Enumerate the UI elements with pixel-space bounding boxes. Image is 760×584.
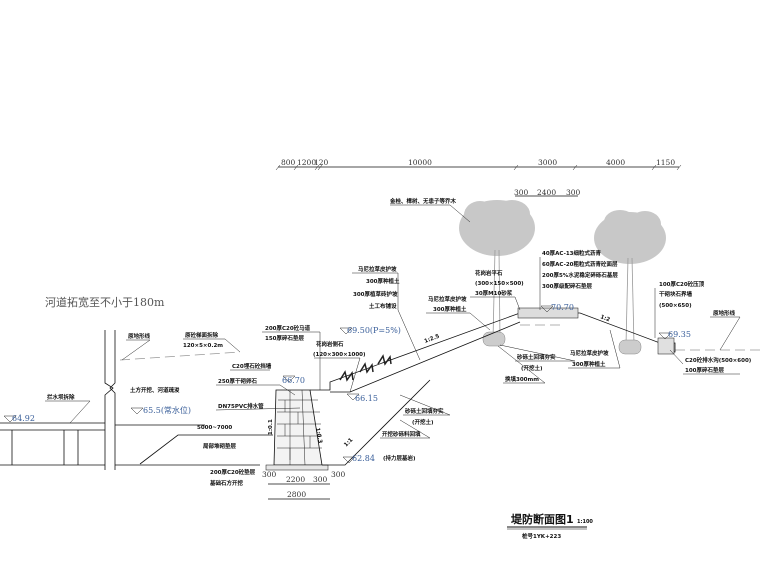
title-scale: 1:100 [577,519,593,525]
label-range: 5000~7000 [197,425,232,431]
slope-1-0.1: 1:0.1 [268,419,274,435]
dim-bottom-2200: 2200 [286,475,305,484]
dim-road-2400: 2400 [537,188,556,197]
label-berm: 200厚C20砼马道 [265,324,311,332]
label-dam-remove: 拦水坝拆除 [47,393,75,401]
label-orig-ground-left: 原地形线 [128,332,151,340]
label-soil1: 300厚种植土 [366,277,400,285]
levee-body [115,307,676,471]
label-soil2: 300厚种植土 [433,305,467,313]
label-backfill2: 砂砾土回填夯实 [516,353,556,361]
label-ditch-bed: 100厚碎石垫层 [685,366,724,374]
dim-4000: 4000 [606,158,625,167]
label-backfill1: 砂砾土回填夯实 [404,407,444,415]
label-replace: 换填300mm [505,375,539,383]
drawing-title: 堤防断面图1 1:100 桩号1YK+223 [507,512,593,540]
label-pvc-pipe: DN75PVC排水管 [218,402,264,410]
label-local-bed: 局部堆砌垫层 [202,442,237,450]
dim-3000: 3000 [538,158,557,167]
original-ground-line [119,324,760,361]
dim-road-300a: 300 [514,188,529,197]
label-c20-wall: C20埋石砼挡墙 [232,362,272,370]
bottom-dimension: 300 2200 300 300 2800 [262,470,346,500]
label-backfill1-sub: (开挖土) [412,418,434,426]
label-stone-wall: 干砌块石界墙 [659,290,693,298]
dim-10000: 10000 [408,158,432,167]
label-geotex: 土工布铺设 [369,302,397,310]
elevation-markers: 64.92 65.5(常水位) 66.70 69.50(P=5%) 66.15 … [3,303,691,464]
label-dry-stone: 250厚干砌卵石 [218,377,257,385]
label-gravel-fill: 开挖砂砾料回填 [382,430,421,438]
label-grass3: 马尼拉草皮护坡 [570,349,609,357]
label-grass2: 马尼拉草皮护坡 [428,295,467,303]
root-ball [482,331,506,347]
title-station: 桩号1YK+223 [522,532,561,540]
label-grass1: 马尼拉草皮护坡 [358,265,397,273]
shrub-icon [339,354,392,382]
root-ball [618,339,642,355]
label-pave1: 40厚AC-13细粒式沥青 [542,249,602,257]
label-curb-left: 花岗岩侧石 [316,340,344,348]
tree-icon [459,200,535,341]
label-c20-bed: 200厚C20砼垫层 [210,468,256,476]
pavement [517,307,579,319]
slope-1-0.3: 1:0.3 [314,427,323,444]
title-text: 堤防断面图1 [511,512,574,526]
label-flat-stone: 花岗岩平石 [475,269,503,277]
label-pave3: 200厚5%水泥稳定碎砾石基层 [542,271,618,279]
dim-1200: 1200 [297,158,316,167]
river-widen-note: 河道拓宽至不小于180m [45,295,165,309]
label-pave4: 300厚级配碎石垫层 [542,282,592,290]
top-dimension-line: 800 1200 120 10000 3000 4000 1150 [275,158,682,171]
dim-800: 800 [281,158,296,167]
dim-bottom-300b: 300 [313,475,328,484]
road-dimension: 300 2400 300 [514,188,581,197]
dim-bottom-300a: 300 [262,470,277,479]
label-coping: 100厚C20砼压顶 [659,280,705,288]
river-bank-left [0,330,260,470]
elevation-6284: 62.84 [352,454,375,463]
label-backfill2-sub: (开挖土) [521,364,543,372]
slope-1-1: 1:1 [343,437,354,448]
label-pave2: 60厚AC-20粗粒式沥青砼面层 [542,260,618,268]
label-brick1: 300厚植草砖护坡 [353,290,398,298]
label-curb-left-size: (120×300×1000) [313,352,366,358]
label-orig-slab-size: 120×5×0.2m [183,343,223,349]
dim-road-300b: 300 [566,188,581,197]
slope-1-2.5: 1:2.5 [424,334,441,345]
label-bedrock: (持力层基岩) [383,454,416,462]
elevation-6670: 66.70 [282,376,305,385]
label-soil3: 300厚种植土 [572,360,606,368]
dim-120: 120 [314,158,329,167]
dim-bottom-300c: 300 [331,470,346,479]
slope-1-2: 1:2 [599,314,611,323]
elevation-6950: 69.50(P=5%) [347,326,401,335]
annotation-labels: 原地形线 原砼梯面拆除 120×5×0.2m C20埋石砼挡墙 250厚干砌卵石… [47,197,752,487]
label-ditch: C20砼排水沟(500×600) [685,356,752,364]
dim-1150: 1150 [656,158,675,167]
label-stone-wall-size: (500×650) [659,303,692,309]
slope-ratios: 1:0.3 1:0.1 1:1 1:2.5 1:2 [268,314,611,448]
label-foundation-dig: 基础石方开挖 [209,479,244,487]
label-flat-stone-size: (300×150×500) [475,281,524,287]
elevation-6615: 66.15 [355,394,378,403]
elevation-6935: 69.35 [668,330,691,339]
label-orig-slab-remove: 原砼梯面拆除 [185,331,219,339]
label-trees: 金桂、樟树、无患子等乔木 [389,197,457,205]
label-excavation: 土方开挖、河道疏浚 [130,386,180,394]
label-gravel150: 150厚碎石垫层 [265,334,304,342]
label-mortar: 30厚M10砂浆 [475,289,513,297]
elevation-6492: 64.92 [12,414,35,423]
tree-icon [594,210,666,346]
dim-bottom-2800: 2800 [287,490,306,499]
label-orig-ground-right: 原地形线 [713,309,736,317]
elevation-655: 65.5(常水位) [143,405,191,415]
elevation-7070: 70.70 [551,303,574,312]
